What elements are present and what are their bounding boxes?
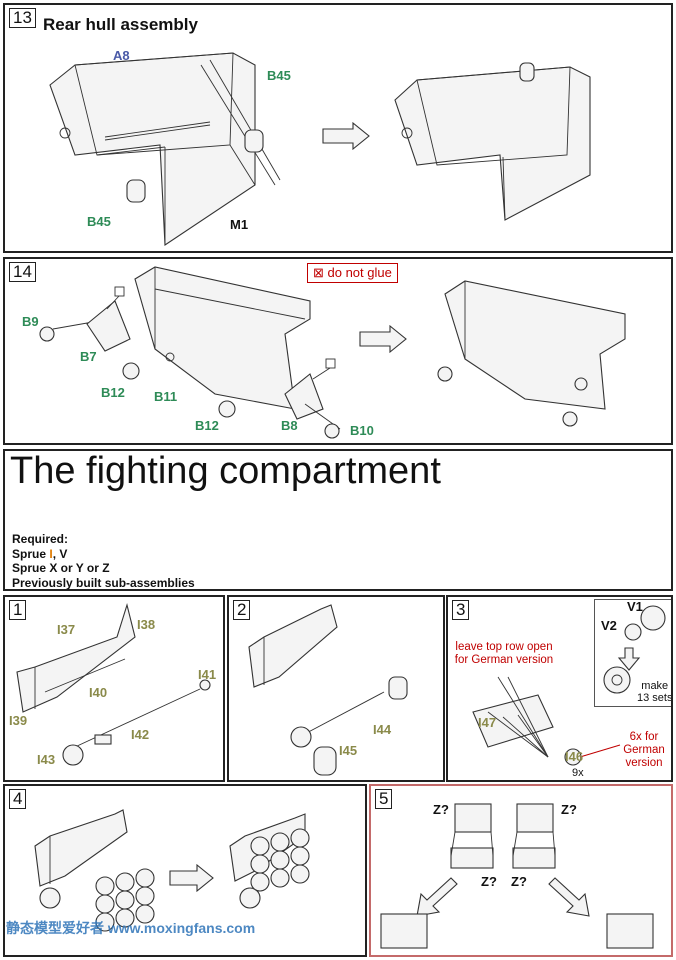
part-label-v2: V2 bbox=[601, 618, 617, 633]
required-heading: Required: bbox=[12, 532, 69, 546]
part-label-i41: I41 bbox=[198, 667, 217, 682]
step-1-drawing bbox=[16, 602, 211, 766]
step-13-drawing bbox=[49, 52, 591, 246]
road-wheels-group-right bbox=[250, 828, 310, 892]
part-label-i39: I39 bbox=[9, 713, 28, 728]
arrow-right-icon bbox=[169, 863, 214, 893]
wheel-inset-drawing bbox=[603, 605, 666, 694]
step-number: 4 bbox=[9, 789, 27, 809]
arrow-right-icon bbox=[359, 324, 407, 354]
part-label-b9: B9 bbox=[22, 314, 39, 329]
step-14-drawing bbox=[39, 266, 626, 439]
part-label-b12-right: B12 bbox=[195, 418, 219, 433]
sprue-highlight: I bbox=[49, 546, 53, 561]
part-label-z-3: Z? bbox=[481, 874, 497, 889]
part-label-v1: V1 bbox=[627, 599, 643, 614]
part-label-b12-left: B12 bbox=[101, 385, 125, 400]
part-label-z-1: Z? bbox=[433, 802, 449, 817]
part-label-b11: B11 bbox=[154, 389, 178, 404]
requirements-list: Required: Sprue I, V Sprue X or Y or Z P… bbox=[12, 532, 195, 590]
part-label-a8: A8 bbox=[113, 48, 130, 63]
part-label-i37: I37 bbox=[57, 622, 76, 637]
part-label-b8: B8 bbox=[281, 418, 298, 433]
sprue-line-3: Previously built sub-assemblies bbox=[12, 575, 195, 590]
part-label-b7: B7 bbox=[80, 349, 97, 364]
part-label-i38: I38 bbox=[137, 617, 156, 632]
step-title: Rear hull assembly bbox=[43, 15, 198, 34]
part-label-i45: I45 bbox=[339, 743, 358, 758]
watermark: 静态模型爱好者 www.moxingfans.com bbox=[6, 920, 256, 936]
step-number: 2 bbox=[233, 600, 251, 620]
part-label-i44: I44 bbox=[373, 722, 392, 737]
part-label-b10: B10 bbox=[350, 423, 374, 438]
quantity-9x: 9x bbox=[572, 767, 584, 779]
part-label-i40: I40 bbox=[89, 685, 108, 700]
part-label-m1: M1 bbox=[230, 217, 249, 232]
section-header-panel bbox=[3, 449, 673, 591]
rear-hull-exploded-illustration bbox=[49, 52, 281, 246]
part-label-i46: I46 bbox=[565, 749, 584, 764]
part-label-b45-top: B45 bbox=[267, 68, 291, 83]
step-number: 3 bbox=[452, 600, 470, 620]
step-13-panel: 13 Rear hull assembly A8 B45 B45 M1 bbox=[3, 3, 673, 253]
step-number: 1 bbox=[9, 600, 27, 620]
part-label-z-4: Z? bbox=[511, 874, 527, 889]
arrow-right-icon bbox=[322, 121, 370, 151]
suspension-exploded-illustration bbox=[39, 266, 341, 439]
arrow-down-right-icon bbox=[548, 877, 590, 917]
wheel-inset-box: V1 V2 make 13 sets bbox=[594, 599, 673, 707]
step-4-drawing bbox=[34, 809, 310, 932]
step-number: 13 bbox=[9, 8, 36, 28]
step-3-drawing bbox=[472, 676, 621, 766]
step-2-panel: 2 I44 I45 bbox=[227, 595, 445, 782]
sprue-line-1: Sprue I, V bbox=[12, 546, 68, 561]
arrow-down-left-icon bbox=[416, 877, 458, 917]
step-2-drawing bbox=[248, 604, 408, 776]
step-14-panel: 14 ⊠ do not glue B9 B7 B12 B11 B12 B8 B1… bbox=[3, 257, 673, 445]
part-label-i47: I47 bbox=[478, 715, 497, 730]
step-3-panel: 3 leave top row open for German version … bbox=[446, 595, 673, 782]
step-4-panel: 4 bbox=[3, 784, 367, 957]
note-6x-german: 6x for German version bbox=[623, 731, 665, 769]
part-label-b45-bottom: B45 bbox=[87, 214, 111, 229]
road-wheels-group-left bbox=[95, 868, 155, 932]
step-5-panel: 5 Z? Z? Z? Z? bbox=[369, 784, 673, 957]
step-number: 5 bbox=[375, 789, 393, 809]
step-5-drawing bbox=[380, 803, 654, 949]
part-label-i43: I43 bbox=[37, 752, 56, 767]
part-label-i42: I42 bbox=[131, 727, 150, 742]
section-title: The fighting compartment bbox=[10, 450, 441, 492]
step-number: 14 bbox=[9, 262, 36, 282]
part-label-z-2: Z? bbox=[561, 802, 577, 817]
suspension-assembled-illustration bbox=[437, 280, 626, 427]
note-leave-top-row-open: leave top row open for German version bbox=[454, 641, 554, 666]
step-1-panel: 1 I37 I38 I39 I40 I41 I42 I43 bbox=[3, 595, 225, 782]
do-not-glue-legend: ⊠ do not glue bbox=[307, 263, 398, 283]
sprue-line-2: Sprue X or Y or Z bbox=[12, 561, 110, 575]
rear-hull-assembled-illustration bbox=[394, 62, 591, 221]
make-13-sets-note: make 13 sets bbox=[637, 680, 673, 704]
